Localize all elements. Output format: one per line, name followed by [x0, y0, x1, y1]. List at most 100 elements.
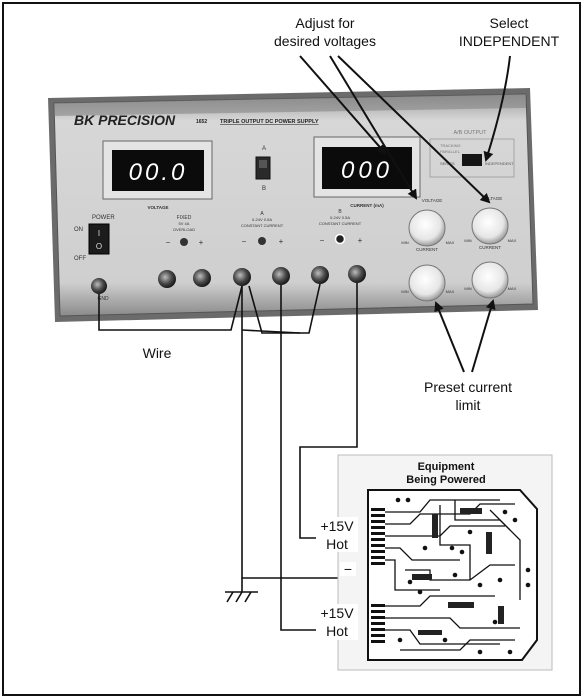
power-switch-o: O: [96, 242, 102, 251]
on-label: ON: [74, 227, 83, 233]
via-6: [459, 549, 465, 555]
pad-b2: [371, 610, 385, 613]
switch-b-label: B: [262, 186, 266, 192]
trace-11: [405, 564, 515, 581]
edge-connector-bottom: [371, 604, 385, 643]
edge-connector-top: [371, 508, 385, 565]
tracking-label: TRACKING: [440, 143, 461, 148]
series-label: SERIES: [440, 161, 455, 166]
pad-t5: [371, 532, 385, 535]
trace-2: [385, 503, 515, 525]
via-15: [507, 649, 513, 655]
current-knob-a[interactable]: [408, 264, 446, 302]
ab-output-label: A/B OUTPUT: [453, 130, 487, 136]
channel-a-plus: +: [279, 237, 284, 246]
ic-5: [448, 602, 474, 608]
knob-b-voltage-caption: VOLTAGE: [482, 196, 503, 201]
knob-b-max: MAX: [508, 238, 517, 243]
mode-select-switch[interactable]: [462, 154, 482, 166]
channel-a-label: A: [260, 211, 264, 217]
adjust-label-line1: Adjust for: [295, 15, 354, 31]
pad-t6: [371, 538, 385, 541]
pcb-outline: [367, 489, 538, 661]
overload-led: [180, 238, 188, 246]
via-7: [407, 579, 413, 585]
pad-t3: [371, 520, 385, 523]
adjust-label-line2: desired voltages: [274, 33, 376, 49]
voltage-caption: VOLTAGE: [147, 205, 168, 210]
pad-b3: [371, 616, 385, 619]
power-supply: BK PRECISION 1652 TRIPLE OUTPUT DC POWER…: [48, 88, 538, 322]
channel-b-minus: −: [320, 236, 325, 245]
voltage-knob-b[interactable]: [471, 207, 509, 245]
via-20: [452, 572, 458, 578]
via-5: [449, 545, 455, 551]
channel-b-led: [334, 233, 346, 245]
board-title-line2: Being Powered: [406, 474, 485, 486]
pcb-traces: [385, 499, 521, 651]
voltage-display: [112, 150, 204, 191]
channel-b-neg-terminal[interactable]: [311, 266, 329, 284]
fixed-minus: −: [166, 238, 171, 247]
channel-b-sub1: 0-24V 0.5A: [330, 215, 350, 220]
knob-a-max: MAX: [446, 240, 455, 245]
trace-9: [439, 505, 471, 580]
trace-12: [400, 639, 515, 651]
trace-1: [385, 499, 500, 513]
pad-b6: [371, 634, 385, 637]
brand-logo: BK PRECISION: [74, 112, 176, 128]
via-3: [502, 509, 508, 515]
channel-b-pos-terminal[interactable]: [348, 265, 366, 283]
pad-t1: [371, 508, 385, 511]
knob-c-min: MIN: [401, 289, 408, 294]
fixed-neg-terminal[interactable]: [158, 270, 176, 288]
pad-b5: [371, 628, 385, 631]
ic-4: [412, 574, 432, 580]
board-label-ground: −: [344, 561, 352, 577]
knob-a-current-caption: CURRENT: [416, 247, 438, 252]
wiring: [98, 283, 358, 631]
label-bg-bottom: [316, 604, 358, 640]
voltage-knob-a[interactable]: [408, 209, 446, 247]
pcb-pads: [395, 497, 531, 655]
channel-b-label: B: [338, 209, 342, 215]
board-label-top-hot: Hot: [326, 536, 348, 552]
trace-5: [385, 559, 440, 591]
power-switch[interactable]: [88, 223, 110, 255]
wire-label: Wire: [143, 345, 172, 361]
ic-1: [432, 514, 438, 538]
preset-label-line1: Preset current: [424, 379, 512, 395]
fixed-sub2: OVERLOAD: [173, 227, 195, 232]
gnd-terminal[interactable]: [91, 278, 107, 294]
gnd-label: GND: [97, 296, 109, 302]
current-knob-b[interactable]: [471, 261, 509, 299]
current-display-readout: 000: [341, 157, 393, 184]
via-19: [492, 619, 498, 625]
ab-mode-panel: [429, 138, 515, 178]
knob-b-current-caption: CURRENT: [479, 245, 501, 250]
pad-t9: [371, 556, 385, 559]
via-14: [477, 649, 483, 655]
channel-a-neg-terminal[interactable]: [233, 268, 251, 286]
knob-b-min: MIN: [464, 238, 471, 243]
trace-13: [454, 500, 511, 531]
via-9: [477, 582, 483, 588]
select-label-line1: Select: [490, 15, 529, 31]
ab-switch-lever: [259, 160, 267, 168]
board-label-top-voltage: +15V: [320, 518, 354, 534]
power-switch-i: I: [98, 229, 100, 238]
fixed-pos-terminal[interactable]: [193, 269, 211, 287]
via-11: [525, 567, 531, 573]
via-4: [512, 517, 518, 523]
jumper-gnd-to-a-neg: [98, 285, 243, 331]
switch-a-label: A: [262, 146, 266, 152]
parallel-label: PARALLEL: [440, 149, 461, 154]
ground-hatch-1: [226, 591, 234, 603]
ic-3: [486, 532, 492, 554]
trace-8: [385, 629, 500, 645]
annotation-arrows: [299, 55, 511, 373]
knob-c-max: MAX: [446, 289, 455, 294]
channel-a-pos-terminal[interactable]: [272, 267, 290, 285]
